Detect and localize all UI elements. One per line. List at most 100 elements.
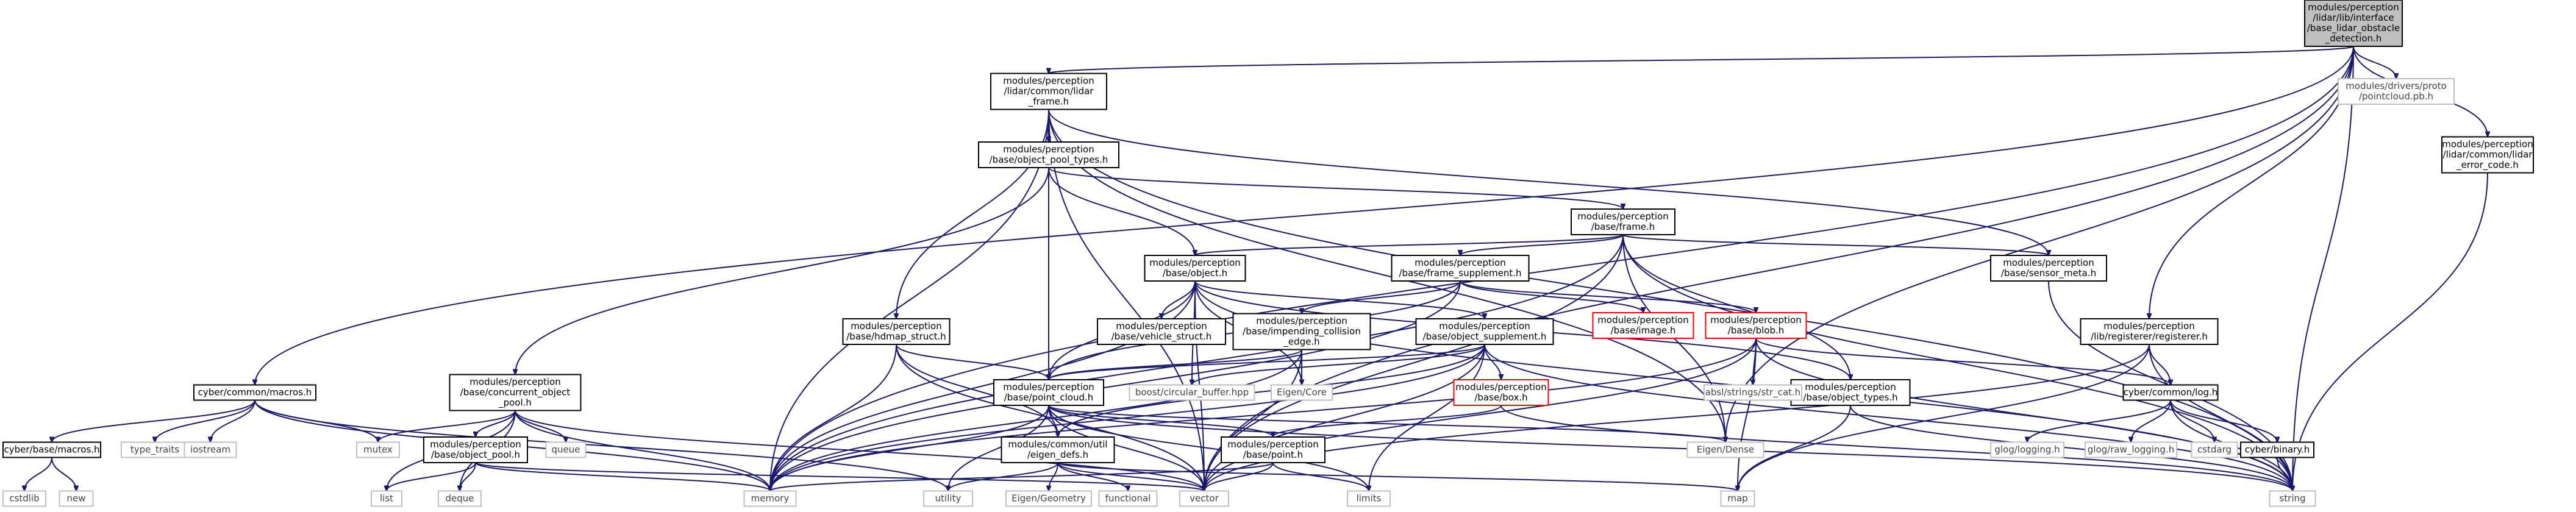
node-concurrent-object-pool[interactable]: modules/perception/base/concurrent_objec… <box>449 374 582 411</box>
node-absl-strcat: absl/strings/str_cat.h <box>1704 384 1802 401</box>
node-label-line: _error_code.h <box>2456 160 2519 171</box>
node-log[interactable]: cyber/common/log.h <box>2122 384 2219 401</box>
node-deque: deque <box>438 490 482 507</box>
node-blob[interactable]: modules/perception/base/blob.h <box>1705 312 1807 339</box>
node-label-line: modules/perception <box>1003 144 1094 155</box>
edge-macros-to-base_macros <box>52 400 255 443</box>
node-box <box>184 441 237 458</box>
node-box <box>371 490 402 507</box>
node-frame[interactable]: modules/perception/base/frame.h <box>1571 208 1675 235</box>
node-label-line: limits <box>1357 493 1382 504</box>
edge-root-to-registerer <box>2149 46 2354 319</box>
edge-object_pool_types-to-object <box>1048 167 1195 255</box>
node-box <box>1705 312 1807 339</box>
node-string: string <box>2269 490 2316 507</box>
node-box <box>2269 490 2316 507</box>
node-label-line: /pointcloud.pb.h <box>2359 91 2433 102</box>
node-label-line: type_traits <box>130 444 179 456</box>
edge-point_cloud-to-vector <box>1048 405 1204 491</box>
node-queue: queue <box>545 441 587 458</box>
edge-object_pool-to-deque <box>460 462 476 491</box>
node-layer: modules/perception/lidar/lib/interface/b… <box>2 0 2534 507</box>
node-label-line: modules/perception <box>1003 382 1094 393</box>
node-label-line: Eigen/Dense <box>1697 444 1754 455</box>
node-label-line: Eigen/Geometry <box>1011 493 1086 504</box>
node-label-line: modules/perception <box>2442 139 2533 150</box>
node-label-line: modules/perception <box>1116 321 1207 332</box>
edge-object_supplement-to-memory <box>770 344 1485 491</box>
node-box <box>1453 379 1549 406</box>
node-box <box>978 141 1119 168</box>
node-object-pool-types[interactable]: modules/perception/base/object_pool_type… <box>978 141 1119 168</box>
node-label-line: _detection.h <box>2325 33 2382 44</box>
edge-hdmap_struct-to-point_cloud <box>896 344 1049 380</box>
node-label-line: string <box>2279 493 2305 504</box>
edge-object_pool_types-to-frame <box>1048 167 1623 209</box>
node-label-line: modules/perception <box>1256 316 1347 327</box>
node-box <box>2191 441 2238 458</box>
node-box <box>2122 384 2219 401</box>
node-box <box>743 490 797 507</box>
node-vehicle-struct[interactable]: modules/perception/base/vehicle_struct.h <box>1097 318 1226 345</box>
node-label-line: modules/drivers/proto <box>2346 80 2447 91</box>
node-point-cloud[interactable]: modules/perception/base/point_cloud.h <box>993 379 1104 406</box>
node-point[interactable]: modules/perception/base/point.h <box>1221 436 1325 463</box>
node-base-macros[interactable]: cyber/base/macros.h <box>2 441 101 458</box>
edge-blob-to-string <box>1755 338 2292 491</box>
node-hdmap-struct[interactable]: modules/perception/base/hdmap_struct.h <box>842 318 951 345</box>
node-label-line: glog/logging.h <box>1994 444 2060 455</box>
node-box <box>1347 490 1391 507</box>
node-eigen-defs[interactable]: modules/common/util/eigen_defs.h <box>1001 436 1115 463</box>
node-object-pool[interactable]: modules/perception/base/object_pool.h <box>423 436 528 463</box>
node-box <box>2 490 46 507</box>
node-lidar-error-code[interactable]: modules/perception/lidar/common/lidar_er… <box>2441 136 2534 174</box>
node-box <box>1391 255 1530 282</box>
node-label-line: /base/vehicle_struct.h <box>1111 331 1212 343</box>
node-object[interactable]: modules/perception/base/object.h <box>1144 255 1246 282</box>
node-label-line: /base/hdmap_struct.h <box>846 331 946 343</box>
node-box <box>1720 490 1755 507</box>
node-label-line: modules/perception <box>430 439 521 450</box>
node-impending-collision[interactable]: modules/perception/base/impending_collis… <box>1232 313 1371 350</box>
edge-object_supplement-to-boost_circular <box>1192 344 1485 385</box>
node-box <box>1990 441 2064 458</box>
node-label-line: /eigen_defs.h <box>1027 449 1088 461</box>
node-box <box>1097 318 1226 345</box>
node-label-line: cyber/common/macros.h <box>198 387 312 398</box>
node-list: list <box>371 490 402 507</box>
node-object-supplement[interactable]: modules/perception/base/object_supplemen… <box>1415 318 1554 345</box>
node-cyber-binary[interactable]: cyber/binary.h <box>2240 441 2314 458</box>
node-label-line: /base_lidar_obstacle <box>2307 23 2400 34</box>
node-label-line: _edge.h <box>1283 336 1319 348</box>
edge-frame-to-string <box>1622 234 2292 491</box>
node-box <box>1005 490 1092 507</box>
node-object-types[interactable]: modules/perception/base/object_types.h <box>1790 379 1911 406</box>
node-macros[interactable]: cyber/common/macros.h <box>193 384 316 401</box>
node-box <box>990 73 1107 110</box>
node-frame-supplement[interactable]: modules/perception/base/frame_supplement… <box>1391 255 1530 282</box>
node-type-traits: type_traits <box>121 441 189 458</box>
edge-lidar_frame-to-vector <box>1048 109 1204 491</box>
edge-hdmap_struct-to-eigen_defs <box>896 344 1058 437</box>
node-sensor-meta[interactable]: modules/perception/base/sensor_meta.h <box>1990 255 2107 282</box>
edge-concurrent_object_pool-to-memory <box>515 410 770 491</box>
edge-lidar_frame-to-eigen_dense <box>1048 109 1725 443</box>
node-boost-circular: boost/circular_buffer.hpp <box>1129 384 1255 401</box>
edge-object_types-to-map <box>1738 405 1851 491</box>
node-label-line: modules/perception <box>1003 76 1094 87</box>
edge-frame_supplement-to-impending_collision <box>1302 280 1461 314</box>
node-box <box>2085 441 2177 458</box>
edge-concurrent_object_pool-to-object_pool <box>476 410 516 438</box>
node-label-line: _frame.h <box>1028 96 1069 108</box>
node-image[interactable]: modules/perception/base/image.h <box>1592 312 1694 339</box>
node-box <box>449 374 582 411</box>
node-lidar-frame[interactable]: modules/perception/lidar/common/lidar_fr… <box>990 73 1107 110</box>
node-box <box>2338 78 2455 105</box>
node-box <box>545 441 587 458</box>
node-registerer[interactable]: modules/perception/lib/registerer/regist… <box>2080 318 2219 345</box>
node-eigen-dense: Eigen/Dense <box>1686 441 1764 458</box>
edge-log-to-glog_raw <box>2131 400 2171 443</box>
edge-box-to-string <box>1500 405 2292 491</box>
node-root[interactable]: modules/perception/lidar/lib/interface/b… <box>2304 0 2403 47</box>
node-box[interactable]: modules/perception/base/box.h <box>1453 379 1549 406</box>
